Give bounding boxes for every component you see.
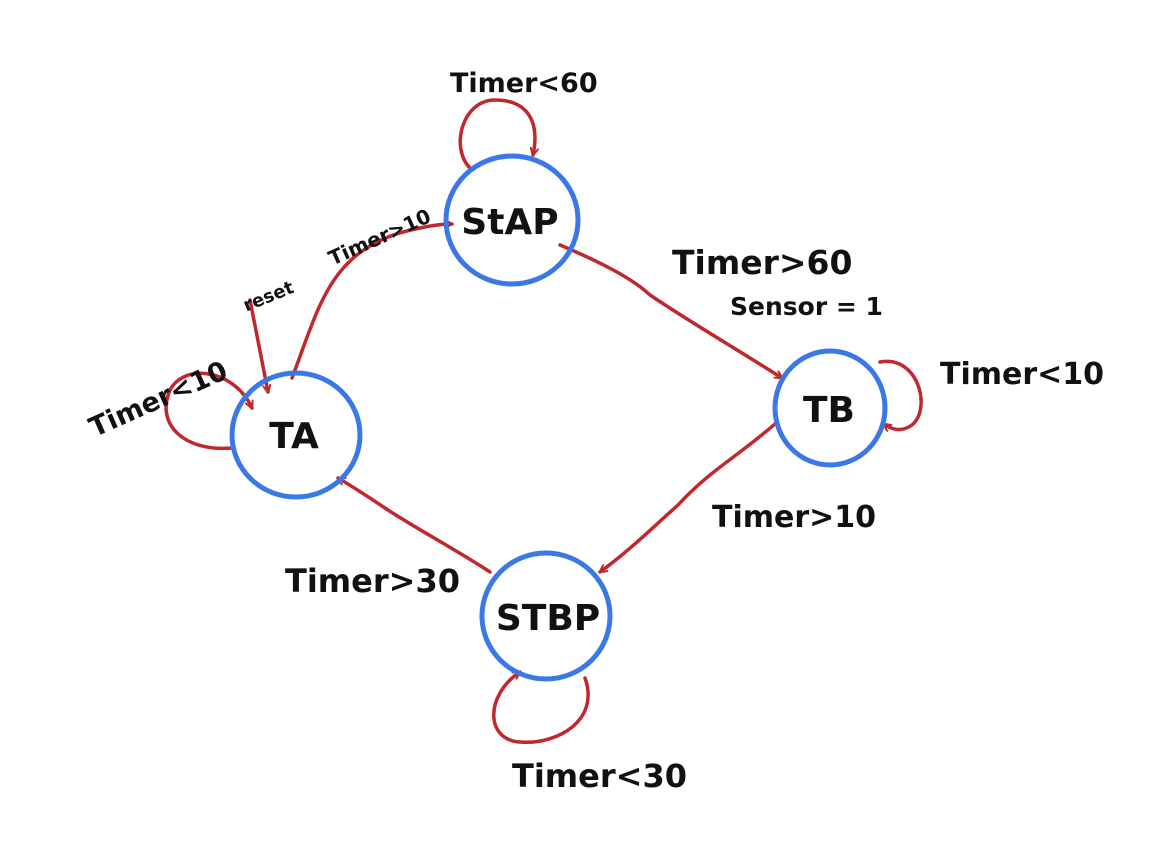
tb-to-stbp-arrow [598, 421, 778, 574]
ta-self-loop-arrow [164, 371, 254, 451]
state-ta-label: TA [269, 416, 319, 457]
ta-to-stap-label: Timer>10 [325, 204, 435, 270]
stap-to-tb-label-line2: Sensor = 1 [730, 292, 883, 321]
reset-label: reset [240, 277, 297, 316]
ta-to-stap-arrow [290, 224, 454, 380]
state-ta-circle [229, 370, 363, 500]
stap-to-tb-label-line1: Timer>60 [672, 243, 852, 282]
state-stap-label: StAP [461, 202, 558, 243]
stap-to-tb-arrow [558, 243, 784, 380]
stbp-to-ta-label: Timer>30 [285, 562, 460, 600]
stbp-self-loop-label: Timer<30 [512, 757, 687, 795]
state-tb-label: TB [803, 390, 855, 431]
tb-self-loop-label: Timer<10 [940, 357, 1104, 392]
stap-self-loop-label: Timer<60 [450, 68, 598, 99]
stbp-self-loop-arrow [492, 670, 590, 744]
stap-self-loop-arrow [458, 98, 535, 170]
state-stap-circle [443, 153, 581, 287]
tb-to-stbp-label: Timer>10 [712, 500, 876, 535]
tb-self-loop-arrow [878, 359, 923, 429]
stbp-to-ta-arrow [336, 476, 492, 574]
state-stbp-label: STBP [496, 598, 600, 639]
state-tb-circle [772, 348, 888, 468]
ta-self-loop-label: Timer<10 [85, 355, 232, 443]
state-stbp-circle [479, 550, 613, 682]
